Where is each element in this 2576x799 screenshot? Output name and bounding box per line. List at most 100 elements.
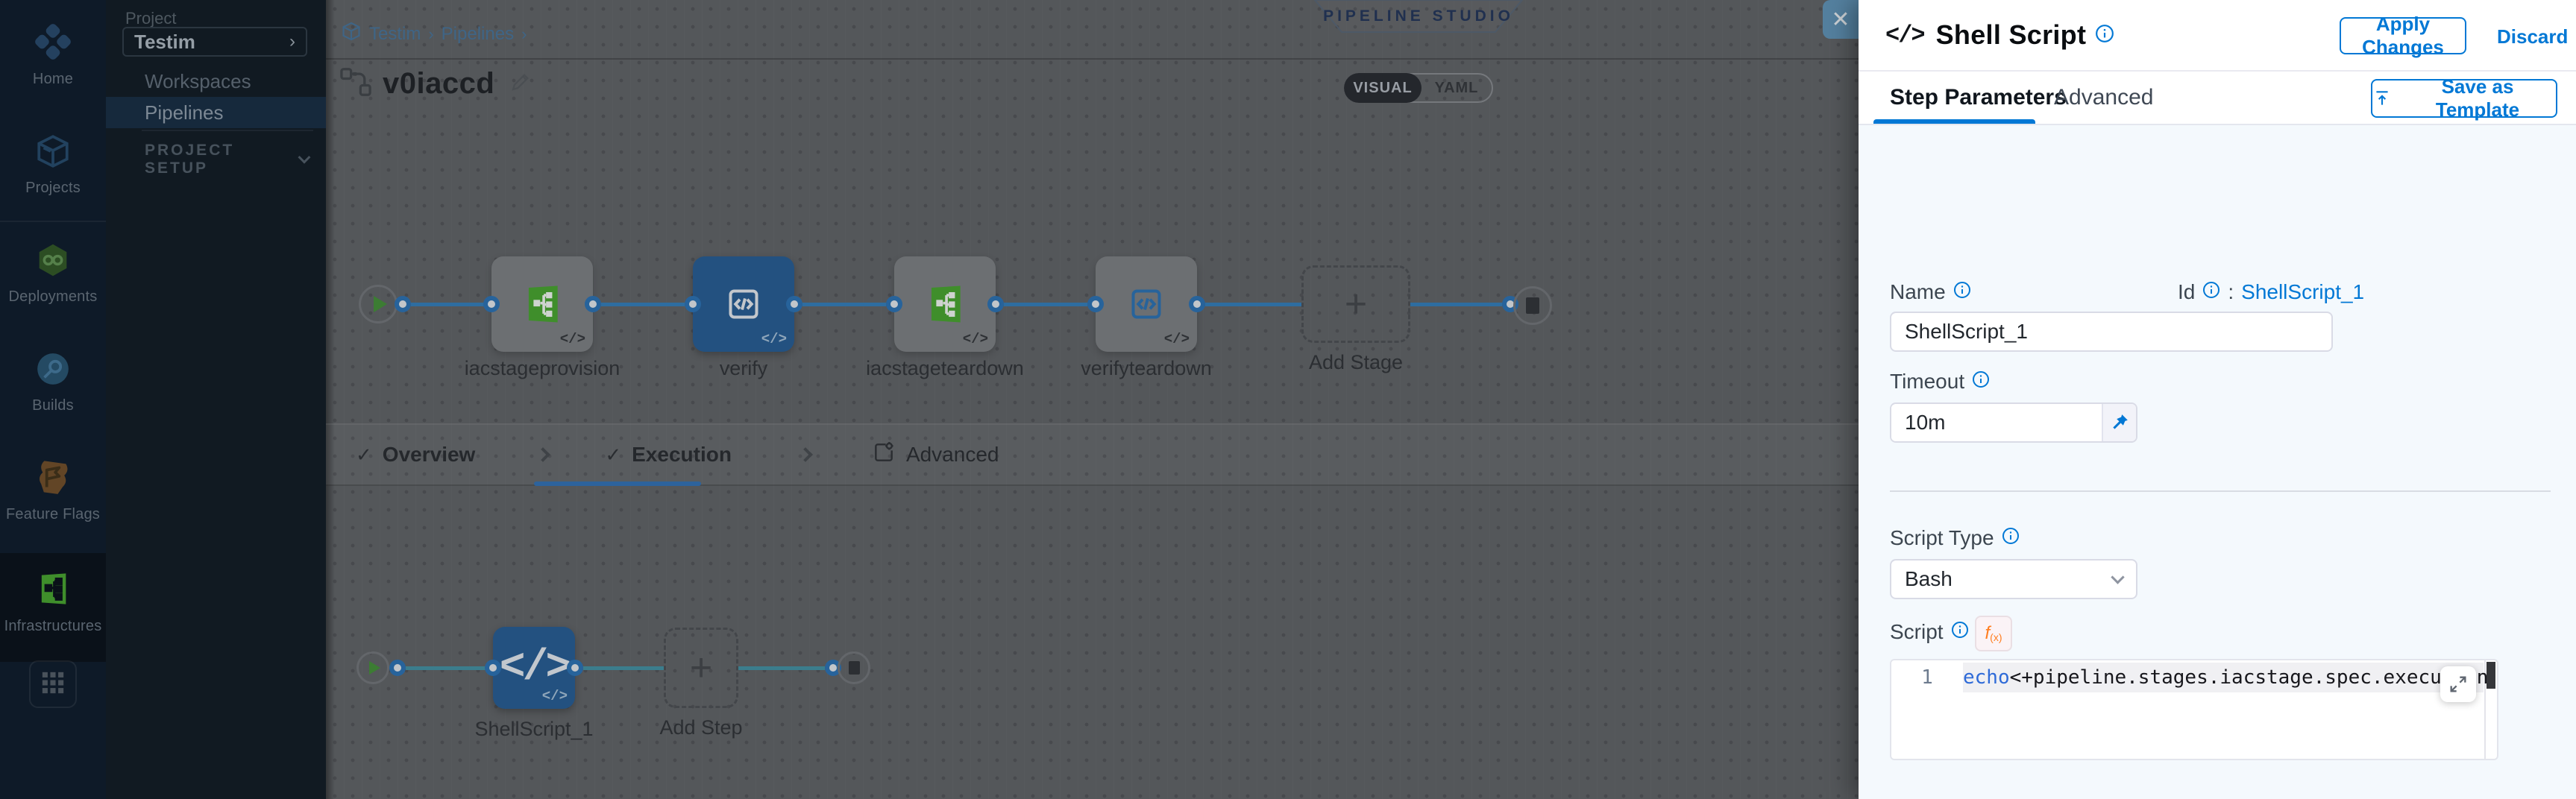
- script-type-select[interactable]: Bash: [1890, 559, 2137, 599]
- project-cube-icon: [341, 21, 362, 47]
- harness-logo-icon: [0, 22, 106, 65]
- drawer-title: Shell Script: [1935, 19, 2087, 50]
- run-pipeline-start-node[interactable]: [359, 285, 398, 323]
- tab-label: Overview: [382, 443, 476, 466]
- timeout-input-group: 10m: [1890, 402, 2137, 443]
- sidebar-item-builds[interactable]: Builds: [0, 350, 106, 414]
- expand-editor-button[interactable]: [2440, 666, 2476, 702]
- script-code-editor[interactable]: 1 echo <+pipeline.stages.iacstage.spec.e…: [1890, 659, 2498, 760]
- timeout-field-label: Timeout: [1890, 370, 1990, 394]
- sidebar-item-projects[interactable]: Projects: [0, 133, 106, 197]
- script-type-value: Bash: [1905, 567, 1953, 590]
- code-badge-icon: </>: [541, 688, 568, 704]
- info-icon[interactable]: [2095, 24, 2114, 47]
- active-module-highlight: [0, 553, 106, 662]
- tab-step-parameters[interactable]: Step Parameters: [1890, 85, 2067, 110]
- infrastructure-stage-icon: [931, 285, 961, 323]
- graph-port: [1189, 296, 1205, 312]
- name-field-label: Name: [1890, 280, 1971, 304]
- save-as-template-button[interactable]: Save as Template: [2371, 75, 2557, 121]
- code-badge-icon: </>: [559, 331, 585, 347]
- drawer-content: Name Id : ShellScript_1 Timeout: [1859, 125, 2576, 799]
- breadcrumb-link-pipelines[interactable]: Pipelines: [441, 23, 515, 44]
- editor-scrollbar-thumb[interactable]: [2487, 662, 2495, 689]
- more-modules-button[interactable]: [29, 660, 77, 708]
- toggle-visual[interactable]: VISUAL: [1344, 73, 1421, 103]
- info-icon[interactable]: [1951, 620, 1969, 644]
- stage-node-iacstageprovision[interactable]: </>: [491, 256, 593, 352]
- info-icon[interactable]: [2002, 526, 2020, 550]
- expression-fx-button[interactable]: f (x): [1975, 616, 2012, 651]
- add-stage-button[interactable]: +: [1301, 265, 1410, 343]
- tab-execution[interactable]: ✓ Execution: [605, 443, 732, 467]
- name-input[interactable]: [1890, 312, 2333, 352]
- check-icon: ✓: [605, 443, 622, 466]
- graph-port: [485, 660, 501, 676]
- builds-icon: [0, 350, 106, 391]
- info-icon[interactable]: [1953, 280, 1971, 304]
- sidebar-item-home[interactable]: Home: [0, 22, 106, 88]
- step-id-value[interactable]: ShellScript_1: [2241, 280, 2365, 303]
- stage-node-iacstageteardown[interactable]: </>: [894, 256, 996, 352]
- sidebar-item-infrastructures[interactable]: Infrastructures: [0, 569, 106, 635]
- divider: [142, 130, 313, 131]
- tab-overview[interactable]: ✓ Overview: [356, 443, 475, 467]
- close-drawer-button[interactable]: ✕: [1823, 0, 1859, 39]
- info-icon[interactable]: [1972, 370, 1990, 394]
- tab-advanced[interactable]: Advanced: [2054, 85, 2154, 110]
- graph-edge: [411, 303, 491, 306]
- code-keyword: echo: [1963, 666, 2010, 689]
- colon-separator: :: [2228, 280, 2234, 303]
- shell-script-icon: </>: [499, 643, 571, 692]
- step-node-shellscript[interactable]: </> </>: [493, 627, 575, 709]
- code-badge-icon: </>: [761, 331, 787, 347]
- stage-node-verifyteardown[interactable]: </>: [1096, 256, 1197, 352]
- project-setup-toggle[interactable]: PROJECT SETUP: [145, 142, 311, 177]
- info-icon[interactable]: [2202, 280, 2220, 304]
- apply-changes-button[interactable]: Apply Changes: [2340, 13, 2466, 58]
- graph-port: [886, 296, 902, 312]
- tab-advanced[interactable]: Advanced: [872, 440, 999, 470]
- graph-port: [786, 296, 802, 312]
- active-tab-underline: [1873, 119, 2035, 124]
- graph-edge: [738, 666, 825, 670]
- timeout-input[interactable]: 10m: [1891, 404, 2102, 441]
- sidebar-item-pipelines[interactable]: Pipelines: [106, 97, 326, 128]
- advanced-settings-icon: [872, 440, 896, 470]
- code-text: <+pipeline.stages.iacstage.spec.executio…: [2009, 666, 2498, 689]
- sidebar-item-feature-flags[interactable]: Feature Flags: [0, 459, 106, 523]
- module-nav-rail: Home Projects Deployments: [0, 0, 106, 799]
- step-config-drawer: </> Shell Script Apply Changes Discard S…: [1859, 0, 2576, 799]
- toggle-yaml[interactable]: YAML: [1434, 79, 1479, 96]
- add-step-button[interactable]: +: [664, 628, 738, 708]
- sidebar-item-deployments[interactable]: Deployments: [0, 241, 106, 306]
- pipeline-title-row: v0iaccd: [339, 67, 532, 101]
- drawer-tabbar: Step Parameters Advanced Save as Templat…: [1859, 72, 2576, 125]
- breadcrumb-link-project[interactable]: Testim: [369, 23, 421, 44]
- sidebar-item-label: Projects: [25, 180, 81, 196]
- stage-node-verify[interactable]: </>: [693, 256, 794, 352]
- pin-input-type-button[interactable]: [2102, 404, 2136, 441]
- code-line: 1 echo <+pipeline.stages.iacstage.spec.e…: [1891, 666, 2497, 689]
- editor-scrollbar-track: [2484, 660, 2486, 759]
- graph-port: [567, 660, 583, 676]
- discard-button[interactable]: Discard: [2497, 25, 2569, 48]
- step-label: ShellScript_1: [474, 718, 594, 740]
- infrastructure-stage-icon: [528, 285, 558, 323]
- tab-label: Execution: [632, 443, 732, 466]
- visual-yaml-toggle[interactable]: VISUAL YAML: [1344, 73, 1493, 103]
- edit-pencil-icon[interactable]: [509, 71, 532, 97]
- sidebar-item-label: Feature Flags: [6, 506, 100, 522]
- sidebar-item-label: Builds: [32, 397, 74, 414]
- fx-label: f: [1985, 623, 1991, 643]
- sidebar-item-workspaces[interactable]: Workspaces: [106, 66, 326, 97]
- custom-stage-icon: [729, 289, 758, 319]
- plus-icon: +: [689, 646, 713, 689]
- project-selector[interactable]: Testim ›: [122, 27, 307, 57]
- grid-icon: [40, 670, 66, 699]
- step-id-row: Id : ShellScript_1: [2178, 280, 2364, 304]
- graph-edge: [1205, 303, 1301, 306]
- pipeline-canvas[interactable]: Testim › Pipelines › PIPELINE STUDIO ✕ v…: [326, 0, 1859, 799]
- graph-port: [585, 296, 601, 312]
